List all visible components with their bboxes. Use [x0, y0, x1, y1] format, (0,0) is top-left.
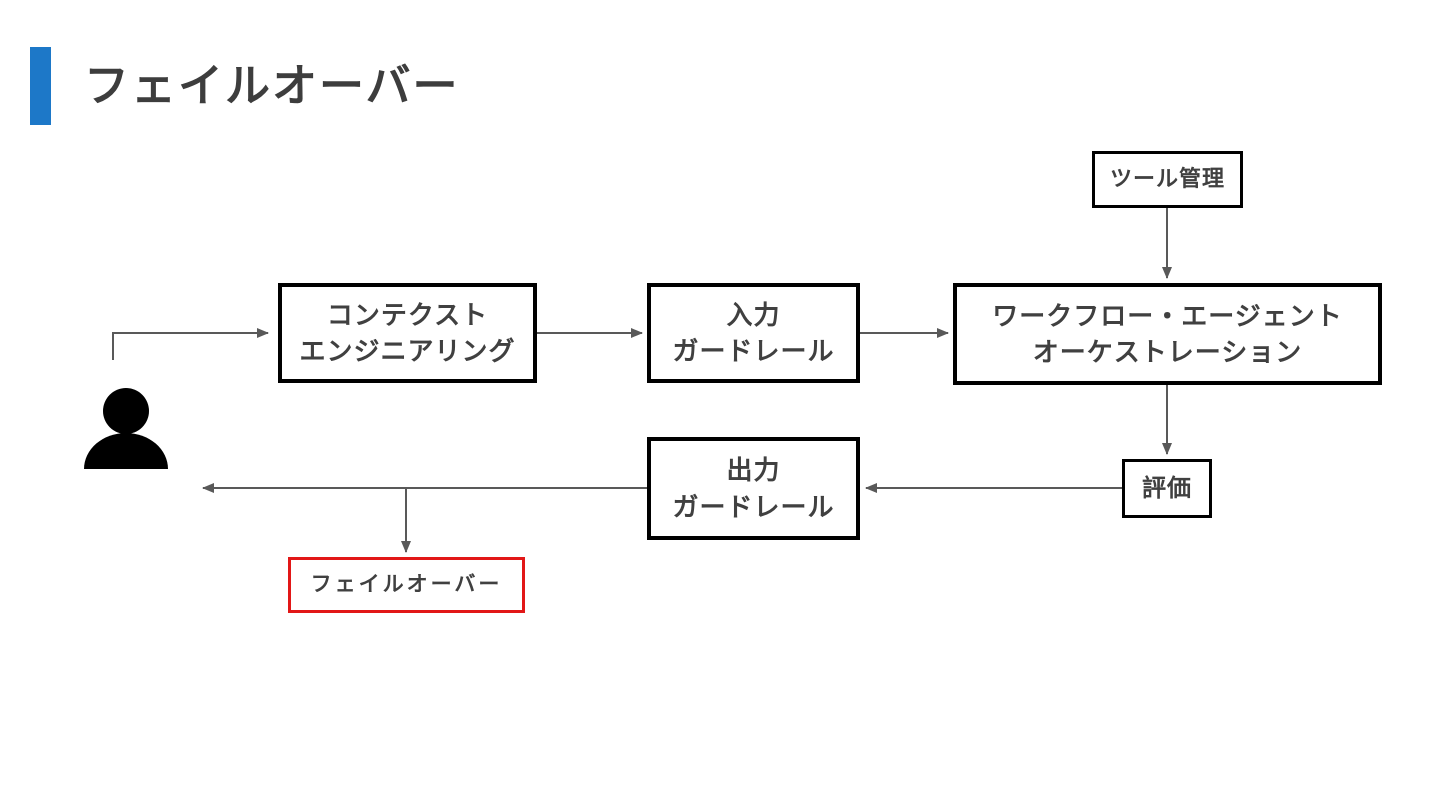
node-label-line: オーケストレーション [1032, 337, 1303, 367]
node-label: ツール管理 [1109, 166, 1225, 192]
node-label-line: ガードレール [672, 491, 835, 522]
node-context-engineering: コンテクスト エンジニアリング [278, 283, 537, 383]
node-label: 評価 [1142, 474, 1192, 502]
node-label-line: ワークフロー・エージェント [992, 300, 1343, 331]
node-label-line: ガードレール [672, 336, 835, 366]
node-input-guardrail: 入力 ガードレール [647, 283, 860, 383]
node-tool-management: ツール管理 [1092, 151, 1243, 208]
user-icon [84, 388, 168, 469]
page-title: フェイルオーバー [84, 60, 460, 111]
node-label-line: 出力 [726, 455, 781, 486]
node-label: フェイルオーバー [310, 573, 503, 597]
node-label-line: エンジニアリング [299, 336, 516, 366]
node-failover-highlighted: フェイルオーバー [288, 557, 525, 613]
node-workflow-agent-orchestration: ワークフロー・エージェント オーケストレーション [953, 283, 1382, 385]
arrow-user-to-context [112, 328, 269, 360]
node-label-line: コンテクスト [326, 299, 489, 330]
node-output-guardrail: 出力 ガードレール [647, 437, 860, 540]
title-accent-bar [30, 47, 51, 125]
node-evaluation: 評価 [1122, 459, 1212, 518]
node-label-line: 入力 [726, 299, 781, 330]
